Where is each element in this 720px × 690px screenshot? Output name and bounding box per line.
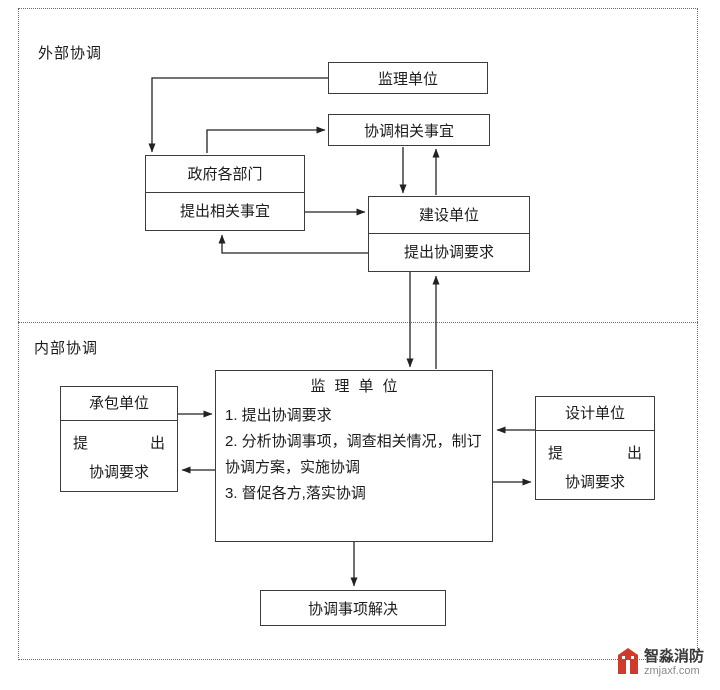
supervision-internal-title: 监理单位 (310, 378, 407, 395)
supervision-item-2: 2. 分析协调事项，调查相关情况，制订协调方案，实施协调 (225, 433, 482, 476)
node-coordinate-matters: 协调相关事宜 (328, 114, 490, 146)
contractor-line1: 提出 (73, 435, 165, 452)
node-design: 设计单位 提出 协调要求 (535, 396, 655, 500)
design-line1: 提出 (548, 445, 642, 462)
internal-section-label: 内部协调 (34, 340, 99, 357)
node-supervision-internal: 监理单位 1. 提出协调要求 2. 分析协调事项，调查相关情况，制订协调方案，实… (215, 370, 493, 542)
supervision-item-1: 1. 提出协调要求 (225, 407, 332, 424)
government-title: 政府各部门 (146, 156, 304, 193)
node-construction: 建设单位 提出协调要求 (368, 196, 530, 272)
contractor-line2: 协调要求 (88, 464, 149, 481)
external-section-label: 外部协调 (38, 45, 103, 62)
section-divider (18, 322, 698, 323)
construction-title: 建设单位 (369, 197, 529, 234)
node-government: 政府各部门 提出相关事宜 (145, 155, 305, 231)
watermark-name: 智淼消防 (643, 648, 704, 665)
contractor-title: 承包单位 (61, 387, 177, 421)
design-body: 提出 协调要求 (536, 431, 654, 497)
node-contractor: 承包单位 提出 协调要求 (60, 386, 178, 492)
node-supervision-external: 监理单位 (328, 62, 488, 94)
construction-sub: 提出协调要求 (403, 244, 494, 261)
node-resolved: 协调事项解决 (260, 590, 446, 626)
dotted-frame (18, 8, 698, 660)
contractor-body: 提出 协调要求 (61, 421, 177, 487)
supervision-item-3: 3. 督促各方,落实协调 (225, 485, 366, 502)
supervision-internal-body: 1. 提出协调要求 2. 分析协调事项，调查相关情况，制订协调方案，实施协调 3… (216, 401, 492, 507)
design-line2: 协调要求 (564, 474, 625, 491)
government-sub: 提出相关事宜 (179, 203, 270, 220)
watermark: 智淼消防 zmjaxf.com (617, 648, 704, 678)
design-title: 设计单位 (536, 397, 654, 431)
watermark-logo-icon (617, 648, 638, 674)
watermark-site: zmjaxf.com (643, 665, 700, 677)
watermark-text: 智淼消防 zmjaxf.com (644, 648, 704, 678)
